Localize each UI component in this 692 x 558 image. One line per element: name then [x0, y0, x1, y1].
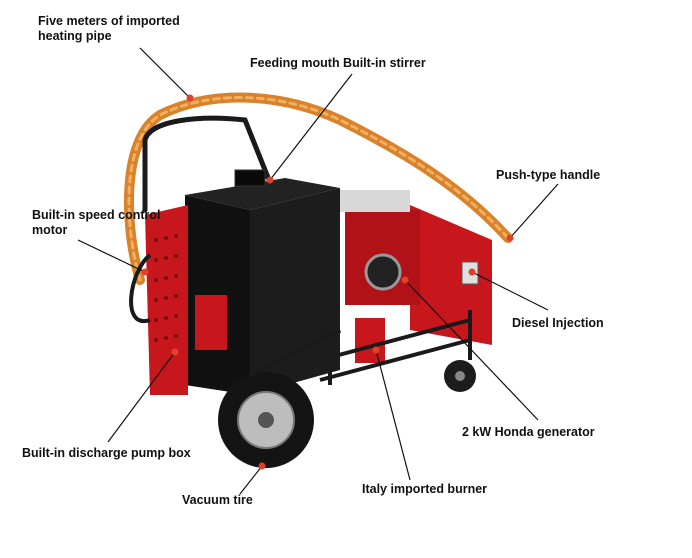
pump-box [145, 205, 188, 395]
label-vacuum-tire: Vacuum tire [182, 493, 253, 507]
marker-heating-pipe [186, 94, 194, 102]
tank-side [250, 188, 340, 395]
marker-speed [141, 268, 149, 276]
discharge-hose [129, 253, 152, 324]
label-diesel-injection: Diesel Injection [512, 316, 604, 330]
marker-tire [258, 462, 266, 470]
burner-box [355, 318, 385, 363]
pump-box-perforations [154, 234, 178, 342]
leader-generator [404, 279, 539, 421]
marker-pump [171, 348, 179, 356]
heating-pipe-highlight [127, 96, 510, 282]
label-generator: 2 kW Honda generator [462, 425, 595, 439]
leader-lines [77, 47, 559, 495]
label-feeding-mouth: Feeding mouth Built-in stirrer [250, 56, 426, 70]
leader-feeding [269, 73, 353, 181]
label-push-handle: Push-type handle [496, 168, 601, 182]
leader-diesel [471, 271, 549, 311]
label-pump-box: Built-in discharge pump box [22, 446, 191, 460]
leader-speed [77, 239, 146, 273]
leader-tire [239, 465, 263, 495]
tank-lid [185, 178, 340, 210]
handle-frame [142, 115, 278, 213]
axle-bar [248, 327, 342, 378]
marker-diesel [468, 268, 476, 276]
rear-caster-hub [455, 371, 465, 381]
leader-pump [107, 351, 176, 443]
label-speed-motor: Built-in speed control motor [32, 208, 161, 237]
chassis-frame [319, 300, 472, 385]
label-burner: Italy imported burner [362, 482, 488, 496]
wheel-hub [258, 412, 274, 428]
marker-generator [401, 276, 409, 284]
generator-pulley [364, 253, 402, 291]
marker-dots [141, 94, 514, 470]
leader-burner [375, 349, 411, 481]
label-heating-pipe: Five meters of imported heating pipe [38, 14, 180, 43]
leader-push [509, 183, 559, 239]
leader-heating-pipe [139, 47, 191, 99]
marker-burner [372, 346, 380, 354]
generator-top [340, 190, 410, 212]
marker-feeding [266, 176, 274, 184]
feeding-mouth [234, 169, 266, 187]
control-box [195, 295, 227, 350]
marker-push [506, 234, 514, 242]
